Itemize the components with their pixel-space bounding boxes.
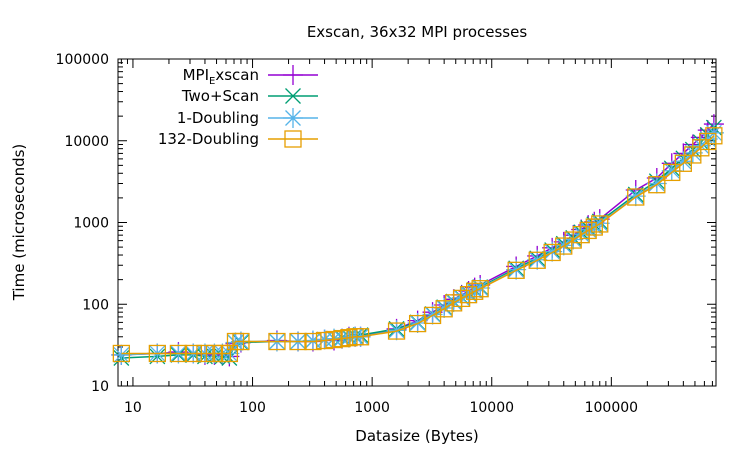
y-tick-label: 10 (91, 379, 109, 395)
plot-layer: 10 100 1000 10000 100000 10 100 1000 10000 100000… (56, 52, 724, 416)
data-point (304, 332, 322, 351)
data-point (351, 328, 370, 346)
legend-label: Two+Scan (181, 87, 259, 105)
legend-label-main: MPI (183, 66, 209, 84)
data-point (507, 261, 525, 279)
legend-marker (285, 88, 301, 104)
data-point (314, 329, 335, 350)
data-point (585, 218, 603, 236)
data-point (591, 215, 609, 233)
data-point (459, 286, 478, 304)
data-point (315, 331, 334, 350)
x-tick-label: 10000 (469, 400, 514, 416)
data-point (148, 344, 167, 363)
data-point (387, 322, 406, 340)
legend-label: 132-Doubling (158, 130, 259, 148)
series-group-3 (111, 122, 724, 365)
data-point (333, 329, 351, 348)
series-group-4 (112, 127, 723, 363)
data-point (543, 243, 561, 262)
y-tick-label: 100000 (56, 52, 109, 68)
data-point (646, 173, 667, 194)
data-point (466, 282, 484, 300)
legend-marker (283, 108, 303, 128)
data-point (423, 306, 442, 325)
data-point (627, 188, 645, 206)
data-point (452, 289, 471, 308)
legend-label: MPIExscan (183, 66, 259, 87)
data-point (692, 139, 710, 157)
data-point (422, 304, 443, 325)
data-point (648, 176, 666, 194)
legend-label: 1-Doubling (177, 109, 259, 127)
y-tick-label: 100 (82, 297, 109, 313)
data-point (289, 332, 307, 351)
data-point (184, 344, 203, 363)
data-point (268, 332, 286, 351)
data-point (111, 344, 132, 365)
data-point (555, 237, 573, 255)
x-tick-label: 100000 (585, 400, 638, 416)
data-point (112, 344, 131, 363)
data-point (169, 344, 188, 363)
data-point (705, 127, 723, 145)
x-tick-label: 1000 (354, 400, 390, 416)
data-point (673, 151, 694, 172)
y-axis-label: Time (microseconds) (10, 144, 28, 302)
legend-label-subscript: E (209, 76, 215, 87)
data-point (663, 163, 681, 182)
y-tick-label: 10000 (64, 134, 109, 150)
data-point (340, 329, 358, 347)
legend-marker (283, 65, 303, 85)
data-point (302, 330, 323, 351)
data-point (196, 344, 214, 363)
y-tick-label: 1000 (73, 216, 109, 232)
x-axis-label: Datasize (Bytes) (355, 427, 478, 445)
chart-title: Exscan, 36x32 MPI processes (307, 23, 528, 41)
data-point (386, 320, 407, 341)
legend-marker (284, 130, 302, 148)
x-tick-label: 10 (124, 400, 142, 416)
data-point (661, 160, 682, 181)
data-point (542, 241, 563, 262)
x-tick-label: 100 (239, 400, 266, 416)
legend-label-rest: xscan (215, 66, 259, 84)
data-point (471, 280, 489, 298)
data-point (232, 332, 250, 351)
data-point (579, 221, 597, 240)
data-point (435, 300, 453, 318)
data-point (699, 132, 717, 151)
data-point (220, 344, 239, 363)
